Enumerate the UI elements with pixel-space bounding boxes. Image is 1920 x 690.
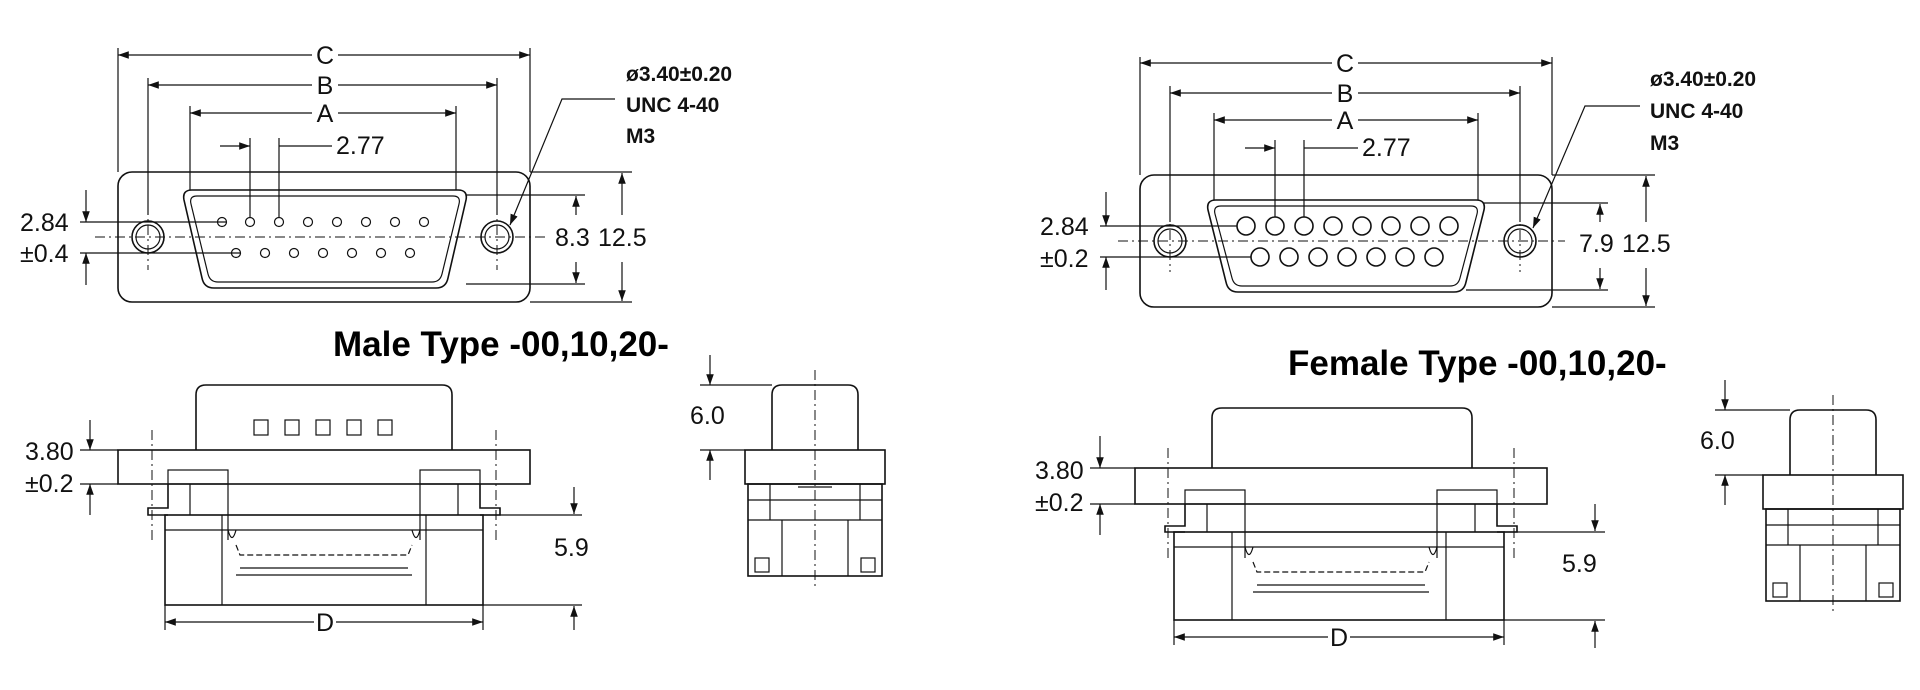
male-body-height: 5.9	[554, 534, 589, 562]
female-offset-value: 2.84	[1040, 213, 1089, 241]
male-type-title: Male Type -00,10,20-	[333, 325, 669, 364]
male-d-shell-inner	[190, 195, 460, 283]
male-shell-height: 6.0	[690, 402, 725, 430]
female-inner-height: 7.9	[1579, 230, 1614, 258]
female-sockets-row-2	[1250, 247, 1444, 267]
male-shell-profile	[195, 384, 453, 450]
female-d-shell-inner	[1214, 205, 1478, 287]
female-flange-side	[1134, 467, 1548, 505]
male-dim-a: A	[317, 100, 334, 128]
female-offset-tolerance: ±0.2	[1040, 245, 1088, 273]
male-offset-tolerance: ±0.4	[20, 240, 69, 268]
female-outer-height: 12.5	[1622, 230, 1671, 258]
female-end-view: 6.0	[1700, 380, 1904, 615]
male-ide-body	[164, 514, 484, 606]
male-side-view: 3.80 ±0.2 5.9 D	[25, 384, 589, 637]
male-end-view: 6.0	[690, 355, 886, 590]
male-front-view: C B A 2.77 2.84 ±0.4 8.3 12.5 ø3.40±0.20…	[20, 40, 732, 303]
male-d-shell-outer	[182, 189, 468, 289]
female-type-title: Female Type -00,10,20-	[1288, 344, 1667, 383]
male-dim-c: C	[316, 42, 334, 70]
male-flange-tolerance: ±0.2	[25, 470, 73, 498]
male-offset-value: 2.84	[20, 209, 69, 237]
male-hole-note-unc: UNC 4-40	[626, 94, 719, 117]
female-sockets-row-1	[1236, 216, 1459, 236]
female-pitch-label: 2.77	[1362, 134, 1411, 162]
male-flange-thickness: 3.80	[25, 438, 74, 466]
male-pins-row-2	[230, 247, 416, 259]
female-dim-a: A	[1337, 107, 1354, 135]
female-hole-note-metric: M3	[1650, 132, 1679, 155]
male-pitch-label: 2.77	[336, 132, 385, 160]
female-shell-height: 6.0	[1700, 427, 1735, 455]
female-shell-profile	[1211, 407, 1473, 468]
male-dim-d: D	[316, 609, 334, 637]
male-inner-height: 8.3	[555, 224, 590, 252]
female-side-view: 3.80 ±0.2 5.9 D	[1035, 407, 1605, 652]
female-ide-body	[1173, 531, 1505, 621]
female-dim-d: D	[1330, 624, 1348, 652]
female-flange-thickness: 3.80	[1035, 457, 1084, 485]
male-flange-side	[117, 449, 531, 485]
male-contact-slots	[253, 419, 393, 436]
male-hole-note-diameter: ø3.40±0.20	[626, 63, 732, 86]
female-body-height: 5.9	[1562, 550, 1597, 578]
female-d-shell-outer	[1206, 199, 1486, 293]
female-hole-note-diameter: ø3.40±0.20	[1650, 68, 1756, 91]
female-flange-tolerance: ±0.2	[1035, 489, 1083, 517]
male-hole-note-metric: M3	[626, 125, 655, 148]
female-hole-note-unc: UNC 4-40	[1650, 100, 1743, 123]
female-dim-b: B	[1337, 80, 1354, 108]
female-front-view: C B A 2.77 2.84 ±0.2 7.9 12.5 ø3.40±0.20…	[1040, 49, 1756, 308]
male-outer-height: 12.5	[598, 224, 647, 252]
female-dim-c: C	[1336, 50, 1354, 78]
male-pins-row-1	[216, 216, 430, 228]
male-dim-b: B	[317, 72, 334, 100]
